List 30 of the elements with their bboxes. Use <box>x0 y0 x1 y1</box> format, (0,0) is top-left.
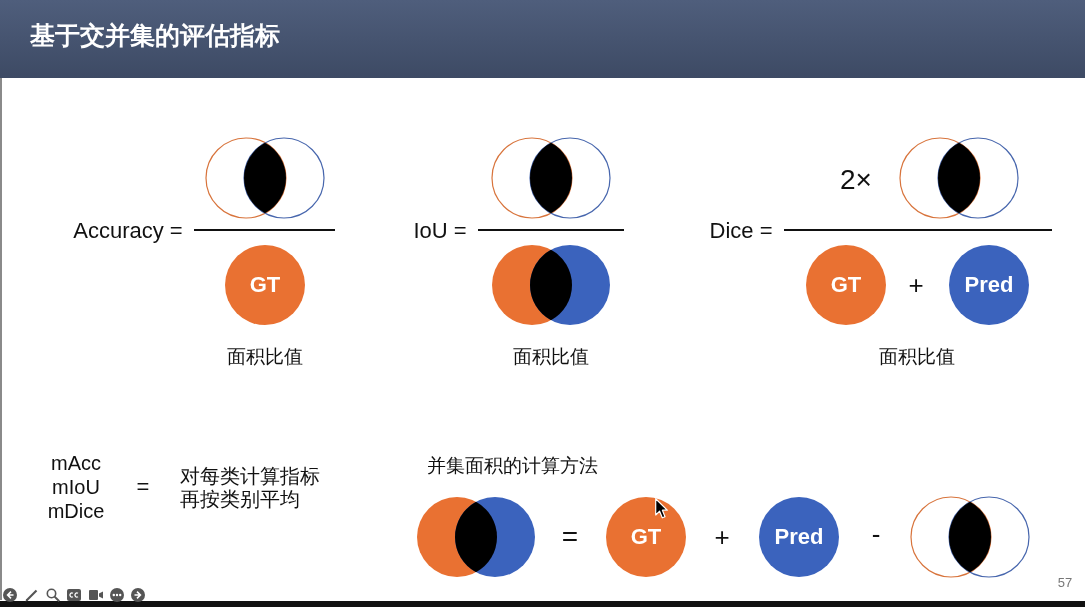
union-venn-drawing <box>416 496 536 578</box>
formula-label: Dice = <box>709 218 773 244</box>
metric-name: mDice <box>47 499 105 523</box>
intersection-venn-drawing <box>205 137 325 219</box>
region-circle: GT <box>225 245 305 325</box>
intersection-venn-drawing <box>899 137 1019 219</box>
caption-text: 面积比值 <box>879 346 955 368</box>
region-circle: GT <box>806 245 886 325</box>
operator-sign: = <box>136 474 150 500</box>
formula-label: IoU = <box>413 218 467 244</box>
page-number: 57 <box>1057 575 1073 591</box>
region-circle: Pred <box>949 245 1029 325</box>
caption-text: 面积比值 <box>513 346 589 368</box>
formula-label: Accuracy = <box>73 218 183 244</box>
operator-sign: = <box>561 520 579 554</box>
operator-sign: + <box>908 271 924 301</box>
union-venn-drawing <box>491 244 611 326</box>
multiplier-text: 2× <box>840 163 872 197</box>
caption-text: 面积比值 <box>227 346 303 368</box>
operator-sign: - <box>871 520 881 550</box>
intersection-venn-drawing <box>910 496 1030 578</box>
metric-name: mAcc <box>51 451 101 475</box>
metric-name: mIoU <box>52 475 100 499</box>
section-heading: 并集面积的计算方法 <box>426 455 598 477</box>
operator-sign: + <box>714 523 730 553</box>
intersection-venn-drawing <box>491 137 611 219</box>
region-circle: GT <box>606 497 686 577</box>
slide-title: 基于交并集的评估指标 <box>30 20 280 51</box>
region-circle: Pred <box>759 497 839 577</box>
description-text: 对每类计算指标再按类别平均 <box>180 465 321 512</box>
